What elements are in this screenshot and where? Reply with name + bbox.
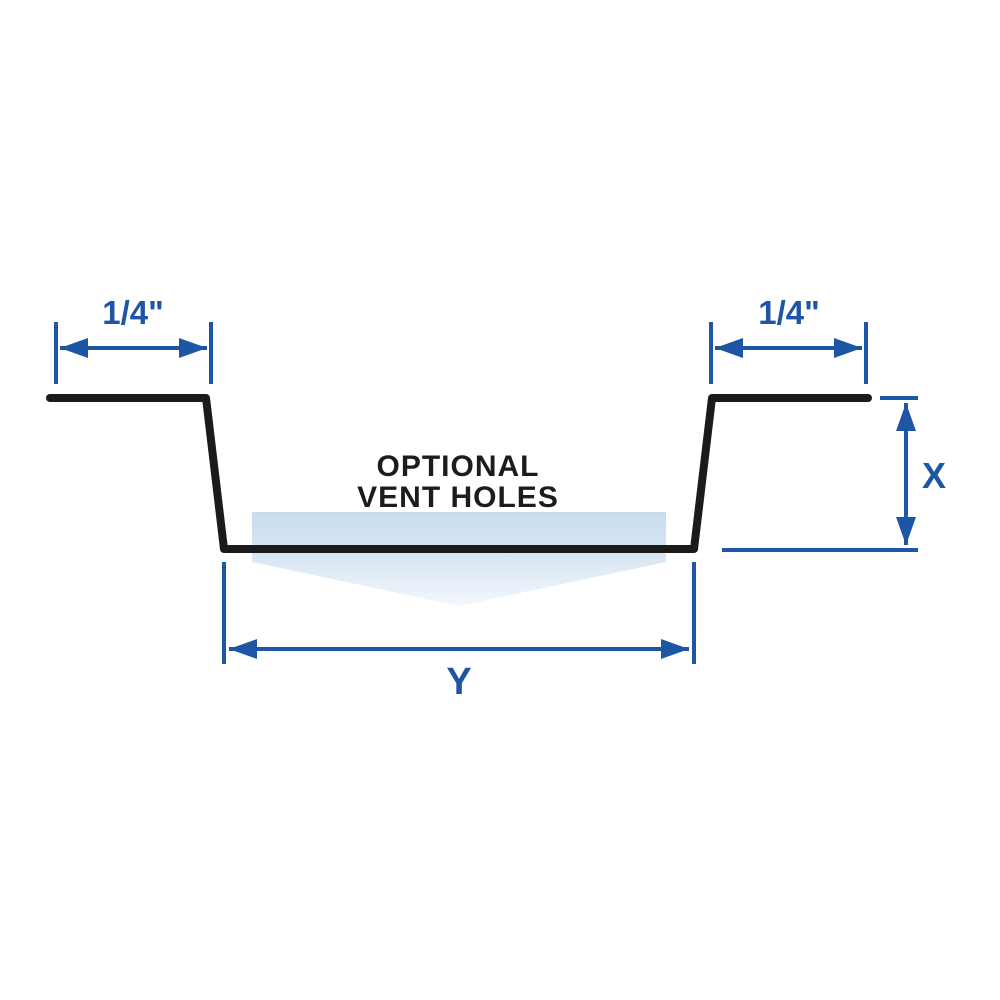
vent-holes-label-line2: VENT HOLES [357,481,559,514]
y-dimension: Y [222,562,696,703]
right-quarter-dimension: 1/4" [709,294,868,384]
dimension-label: Y [446,661,471,703]
x-dimension: X [722,396,946,552]
left-quarter-dimension: 1/4" [54,294,213,384]
vent-holes-annotation: OPTIONAL VENT HOLES [357,450,559,514]
vent-holes-label-line1: OPTIONAL [377,450,540,483]
vent-holes-highlight [252,512,666,606]
channel-profile [46,394,872,553]
dimension-label: X [922,455,946,496]
dimension-label: 1/4" [102,294,164,331]
dimension-label: 1/4" [758,294,820,331]
